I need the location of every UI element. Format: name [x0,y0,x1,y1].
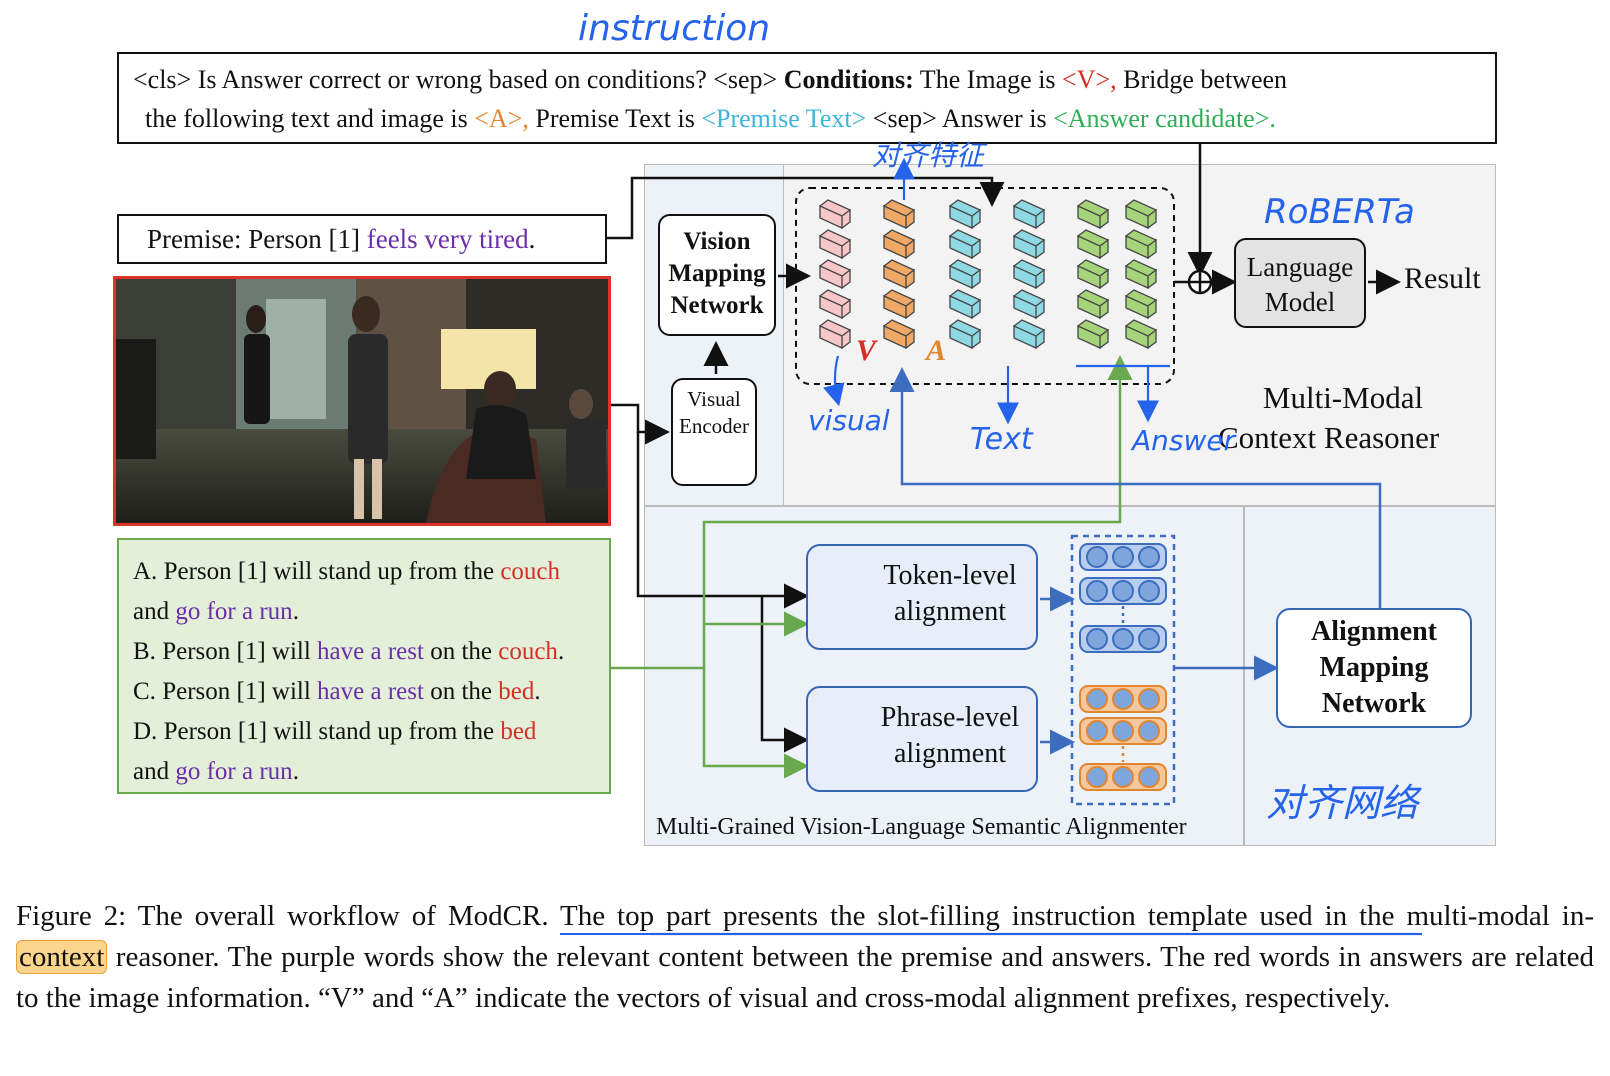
answer-token [1076,319,1110,350]
answer-token [1076,259,1110,290]
answer-slot: <Answer candidate>. [1053,104,1276,133]
scene-image [113,276,611,526]
premise-slot: <Premise Text> [701,104,867,133]
a-slot: <A>, [474,104,529,133]
instruction-template: <cls> Is Answer correct or wrong based o… [117,52,1497,144]
reasoner-title: Multi-Modal [1262,380,1424,415]
answer-token [1076,289,1110,320]
text-token [1012,319,1046,350]
text-token [948,199,982,230]
reasoner-title-line2: Context Reasoner [1218,420,1440,455]
caption-underlined: The top part presents the slot-filling i… [560,900,1248,932]
text-token [948,229,982,260]
text-token [948,319,982,350]
answer-candidates: A. Person [1] will stand up from the cou… [117,538,611,794]
alignment-token [882,319,916,350]
note-visual: visual [808,404,890,437]
answer-a-line1: A. Person [1] will stand up from the cou… [133,558,561,585]
figure-caption: Figure 2: The overall workflow of ModCR.… [16,900,1595,1014]
text-token [948,289,982,320]
answer-a-line2: and go for a run. [133,598,299,625]
caption-highlight: context [16,940,108,974]
alignment-token [882,259,916,290]
text-token [1012,199,1046,230]
text-token [1012,229,1046,260]
answer-c: C. Person [1] will have a rest on the be… [133,678,541,705]
text-token [1012,259,1046,290]
answer-token [1124,229,1158,260]
answer-d-line2: and go for a run. [133,758,299,785]
aligner-title: Multi-Grained Vision-Language Semantic A… [656,814,1187,840]
text-token [1012,289,1046,320]
premise-highlight: feels very tired [366,224,529,254]
premise-box: Premise: Person [1] feels very tired. [117,214,607,264]
conditions-label: Conditions: [783,65,914,94]
text-token [948,259,982,290]
answer-token [1076,199,1110,230]
reasoner-panel [644,164,1496,506]
answer-token [1124,199,1158,230]
a-prefix-mark: A [926,334,947,367]
answer-token [1124,259,1158,290]
note-instruction: instruction [578,8,771,49]
note-alignment-feature: 对齐特征 [872,139,985,172]
note-roberta: RoBERTa [1264,192,1415,232]
answer-b: B. Person [1] will have a rest on the co… [133,638,565,665]
note-answer: Answer [1132,424,1236,457]
answer-token [1076,229,1110,260]
answer-token [1124,319,1158,350]
visual-token [818,289,852,320]
alignment-token [882,289,916,320]
alignment-token [882,199,916,230]
note-alignment-network: 对齐网络 [1266,781,1419,825]
visual-token [818,229,852,260]
v-prefix-mark: V [856,334,877,367]
alignment-token [882,229,916,260]
visual-token [818,319,852,350]
result-label: Result [1404,262,1481,295]
v-slot: <V>, [1062,65,1117,94]
answer-d-line1: D. Person [1] will stand up from the bed [133,718,537,745]
visual-token [818,199,852,230]
answer-token [1124,289,1158,320]
visual-token [818,259,852,290]
note-text: Text [970,422,1033,457]
